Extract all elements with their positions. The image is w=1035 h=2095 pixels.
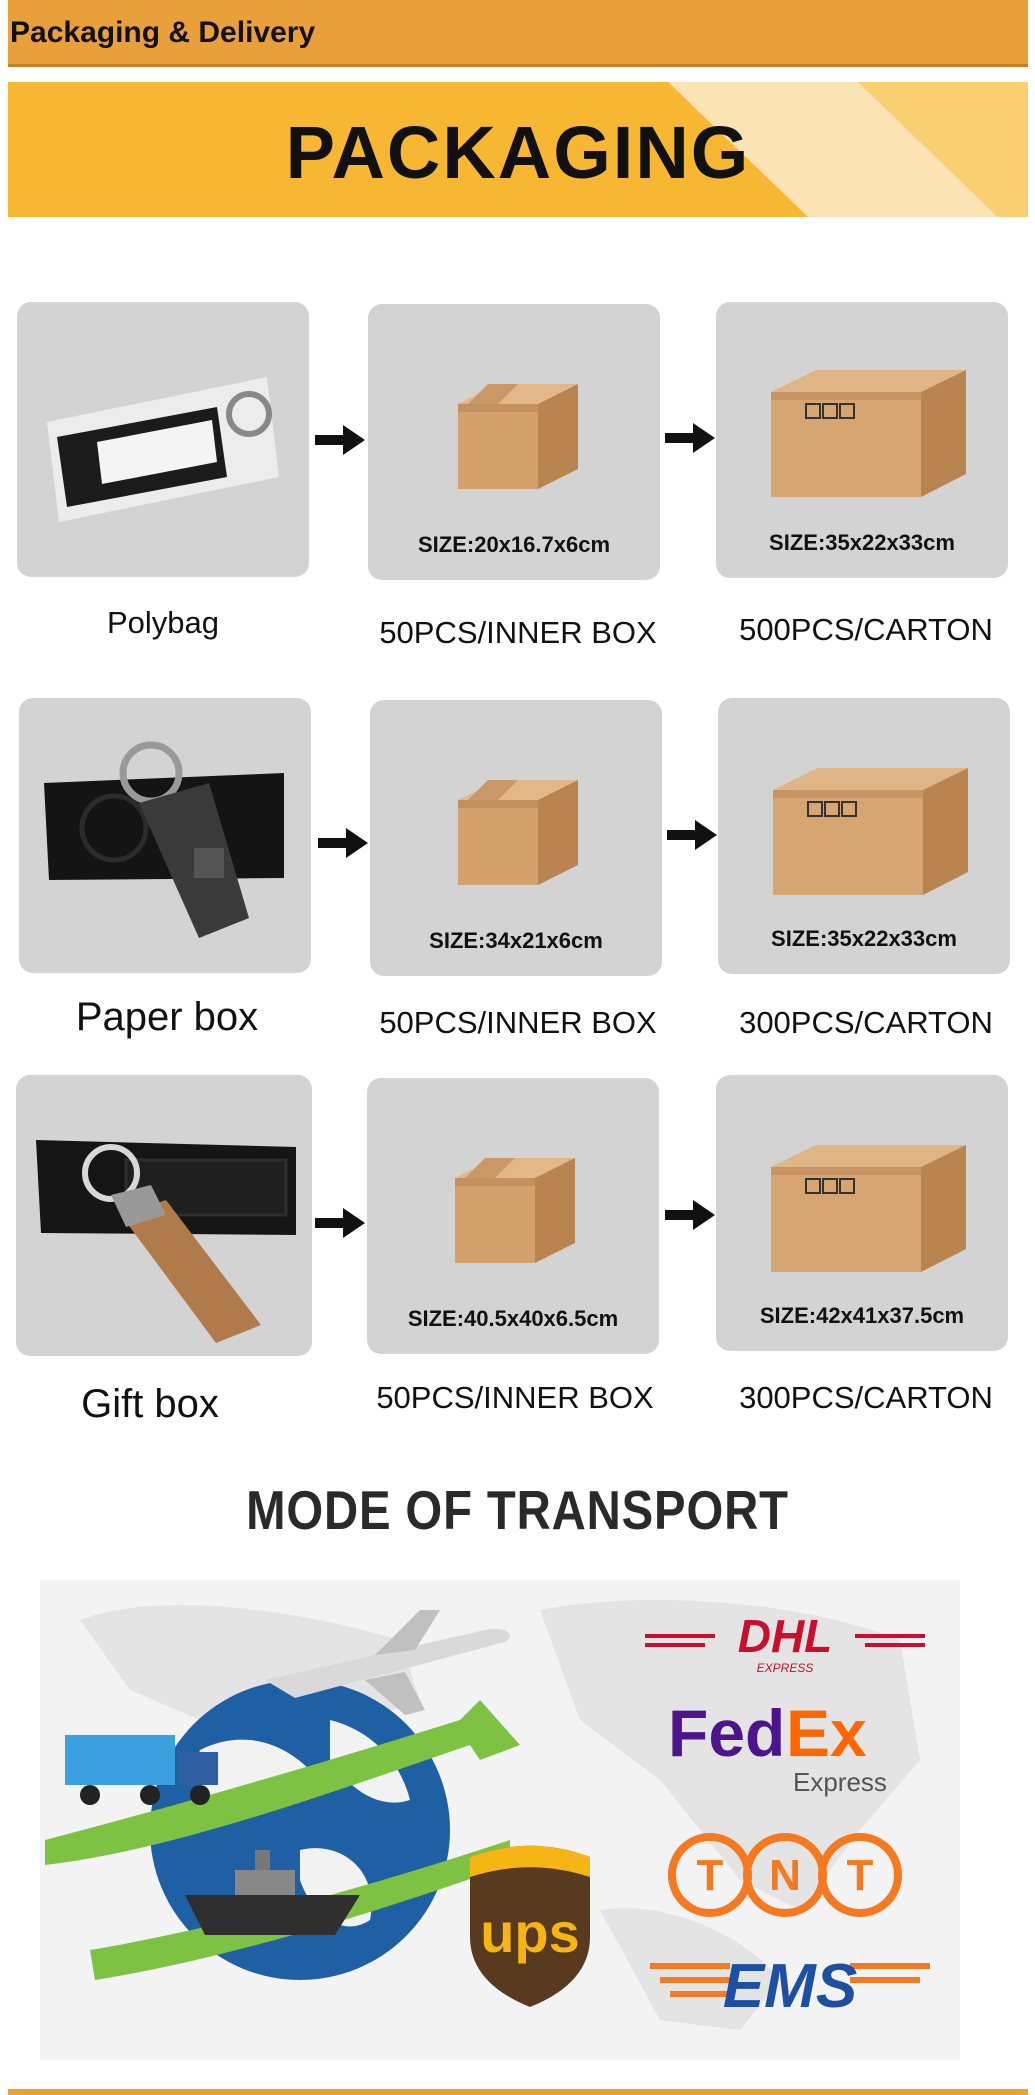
tnt-letter: T (697, 1851, 724, 1900)
carton-card: SIZE:35x22x33cm (718, 698, 1010, 974)
dhl-text: DHL (738, 1610, 833, 1662)
header-bar (8, 0, 1028, 67)
packaging-type-label: Paper box (75, 995, 259, 1039)
airplane-icon (265, 1610, 510, 1715)
carton-size: SIZE:35x22x33cm (769, 530, 955, 555)
transport-title: MODE OF TRANSPORT (246, 1479, 789, 1541)
inner-box-size: SIZE:40.5x40x6.5cm (407, 1306, 619, 1331)
gift-box-card (16, 1075, 312, 1356)
inner-box-card: SIZE:20x16.7x6cm (368, 304, 660, 580)
inner-box-quantity: 50PCS/INNER BOX (379, 1005, 657, 1040)
arrow-icon (667, 820, 717, 850)
arrow-icon (318, 828, 368, 858)
arrow-icon (665, 1200, 715, 1230)
inner-box-icon (448, 374, 588, 494)
ship-icon (185, 1850, 360, 1935)
keychain-gift-box-image (36, 1140, 296, 1343)
banner-title: PACKAGING (285, 111, 751, 194)
carton-quantity: 500PCS/CARTON (739, 612, 993, 647)
carton-card: SIZE:42x41x37.5cm (716, 1075, 1008, 1351)
banner-stripes (668, 82, 1028, 217)
carton-box-icon (761, 362, 971, 502)
inner-box-icon (445, 1148, 585, 1268)
inner-box-quantity: 50PCS/INNER BOX (379, 615, 657, 650)
ems-logo: EMS (650, 1952, 930, 2021)
ups-logo: ups (470, 1845, 590, 2007)
page-title: Packaging & Delivery (10, 16, 316, 49)
bottom-border (8, 2089, 1028, 2095)
packaging-type-label: Gift box (81, 1382, 219, 1426)
arrow-icon (315, 425, 365, 455)
transport-image: ups DHL EXPRESS Fed Ex Express T N T EMS (40, 1580, 960, 2060)
dhl-sub-text: EXPRESS (757, 1661, 814, 1675)
carton-box-icon (763, 760, 973, 900)
world-map-bg (80, 1600, 920, 2030)
fedex-ex-text: Ex (786, 1698, 867, 1770)
tnt-letter: T (847, 1851, 874, 1900)
fedex-fed-text: Fed (668, 1698, 785, 1770)
keychain-paper-box-image (44, 741, 284, 938)
inner-box-card: SIZE:40.5x40x6.5cm (367, 1078, 659, 1354)
paper-box-card (19, 698, 311, 973)
inner-box-size: SIZE:34x21x6cm (429, 928, 603, 953)
tnt-logo: T N T (668, 1833, 902, 1917)
arrow-icon (315, 1208, 365, 1238)
arrow-icon (665, 423, 715, 453)
carton-size: SIZE:42x41x37.5cm (759, 1303, 965, 1328)
tnt-letter: N (769, 1851, 801, 1900)
packaging-banner: PACKAGING (8, 82, 1028, 217)
polybag-card (17, 302, 309, 577)
dhl-logo: DHL EXPRESS (645, 1610, 925, 1675)
truck-icon (65, 1735, 218, 1805)
inner-box-card: SIZE:34x21x6cm (370, 700, 662, 976)
inner-box-icon (448, 770, 588, 890)
fedex-sub-text: Express (793, 1767, 887, 1797)
packaging-type-label: Polybag (106, 605, 220, 640)
carton-box-icon (761, 1137, 971, 1277)
carton-quantity: 300PCS/CARTON (739, 1005, 993, 1040)
carton-card: SIZE:35x22x33cm (716, 302, 1008, 578)
carton-size: SIZE:35x22x33cm (771, 926, 957, 951)
carton-quantity: 300PCS/CARTON (739, 1380, 993, 1415)
inner-box-size: SIZE:20x16.7x6cm (417, 532, 611, 557)
ups-text: ups (480, 1901, 580, 1964)
inner-box-quantity: 50PCS/INNER BOX (376, 1380, 654, 1415)
keychain-polybag-image (47, 377, 279, 522)
ems-text: EMS (723, 1952, 857, 2021)
fedex-logo: Fed Ex Express (668, 1698, 887, 1797)
